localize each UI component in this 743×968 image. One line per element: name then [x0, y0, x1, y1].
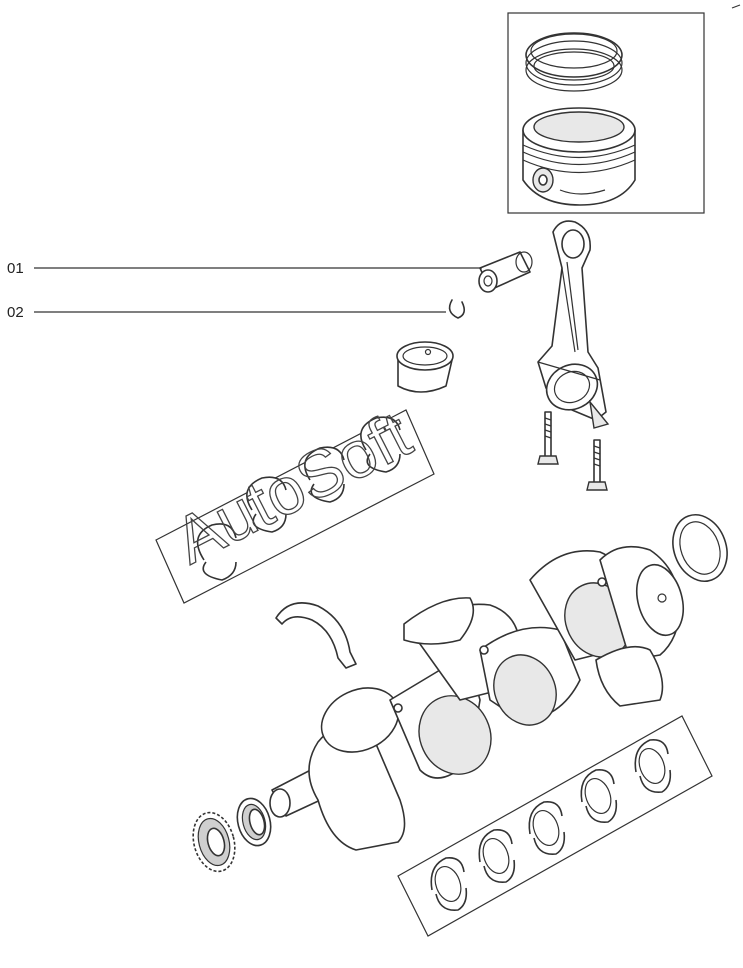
callout-01[interactable]: 01 [7, 260, 24, 277]
piston-icon [522, 107, 636, 206]
conrod-bearing-set-icon[interactable] [155, 409, 435, 604]
front-oil-seal-icon[interactable] [232, 795, 275, 850]
corner-mark [731, 4, 741, 9]
connecting-rod-bolt-icon[interactable] [537, 411, 608, 491]
piston-ring-set-icon [525, 32, 623, 92]
connecting-rod-icon[interactable] [537, 220, 610, 429]
callout-leaders [34, 267, 482, 313]
snap-ring-icon[interactable] [448, 299, 466, 319]
piston-pin-icon[interactable] [478, 251, 533, 293]
thrust-washer-icon[interactable] [275, 602, 357, 669]
piston-kit-box[interactable] [507, 12, 705, 214]
small-end-bushing-icon[interactable] [396, 341, 454, 393]
watermark-text: AutoSoft [163, 397, 422, 578]
crankshaft-icon[interactable] [269, 545, 691, 851]
main-bearing-set-icon[interactable] [397, 715, 713, 937]
crank-timing-sprocket-icon[interactable] [187, 808, 241, 876]
callout-02[interactable]: 02 [7, 304, 24, 321]
rear-oil-seal-icon[interactable] [664, 507, 736, 589]
